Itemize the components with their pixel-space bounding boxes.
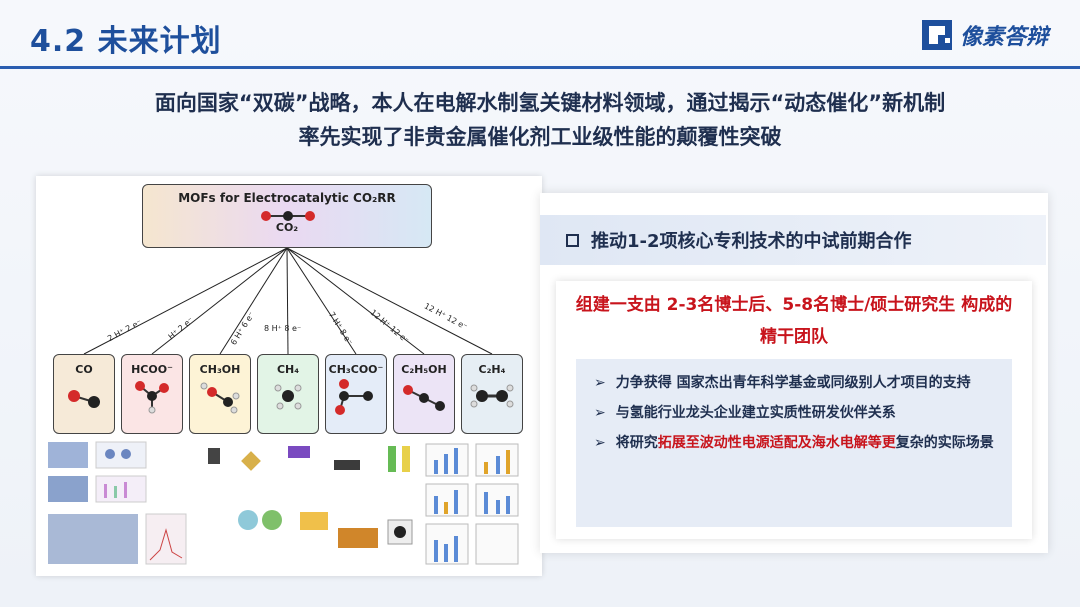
electron-label: 8 H⁺ 8 e⁻	[264, 324, 302, 333]
page-title: 4.2 未来计划	[30, 24, 222, 59]
product-label: C₂H₅OH	[401, 363, 447, 376]
highlighted-text: 拓展至波动性电源适配及海水电解等更	[657, 435, 896, 451]
goal-list: ➢ 力争获得 国家杰出青年科学基金或同级别人才项目的支持 ➢ 与氢能行业龙头企业…	[576, 359, 1012, 527]
future-plan-panel: 推动1-2项核心专利技术的中试前期合作 组建一支由 2-3名博士后、5-8名博士…	[540, 193, 1048, 553]
molecule-icon	[200, 382, 240, 414]
product-label: HCOO⁻	[131, 363, 173, 376]
pixel-logo-icon	[921, 20, 952, 50]
header-divider	[0, 66, 1080, 69]
product-box: CH₃OH	[189, 354, 251, 434]
product-box: HCOO⁻	[121, 354, 183, 434]
product-label: CH₄	[276, 363, 300, 376]
product-label: CH₃COO⁻	[328, 363, 384, 376]
plan-heading: 推动1-2项核心专利技术的中试前期合作	[540, 215, 1046, 265]
product-label: C₂H₄	[478, 363, 506, 376]
list-item: ➢ 力争获得 国家杰出青年科学基金或同级别人才项目的支持	[594, 371, 994, 395]
product-box: CH₄	[257, 354, 319, 434]
mof-title: MOFs for Electrocatalytic CO₂RR	[178, 191, 396, 205]
subtitle-line-2: 率先实现了非贵金属催化剂工业级性能的颠覆性突破	[298, 125, 782, 149]
list-item-text: 力争获得 国家杰出青年科学基金或同级别人才项目的支持	[615, 375, 971, 391]
molecule-icon	[470, 384, 514, 408]
product-label: CH₃OH	[199, 363, 241, 376]
list-item: ➢ 将研究拓展至波动性电源适配及海水电解等更复杂的实际场景	[594, 431, 994, 455]
team-card: 组建一支由 2-3名博士后、5-8名博士/硕士研究生 构成的精干团队 ➢ 力争获…	[556, 281, 1032, 539]
list-item-text: 将研究拓展至波动性电源适配及海水电解等更复杂的实际场景	[615, 435, 994, 451]
molecule-icon	[335, 379, 373, 415]
team-description: 组建一支由 2-3名博士后、5-8名博士/硕士研究生 构成的精干团队	[575, 295, 1013, 347]
brand-logo: 像素答辩	[920, 18, 1048, 52]
arrow-bullet-icon: ➢	[594, 375, 606, 391]
molecule-icon	[135, 381, 169, 414]
product-label: CO	[75, 363, 93, 376]
co2-molecule-icon	[261, 211, 315, 221]
logo-text: 像素答辩	[959, 25, 1048, 50]
mof-co2-label: CO₂	[275, 221, 299, 234]
list-item-text: 与氢能行业龙头企业建立实质性研发伙伴关系	[615, 405, 896, 421]
product-box: C₂H₄	[461, 354, 523, 434]
checkbox-square-icon	[566, 233, 579, 247]
product-box: C₂H₅OH	[393, 354, 455, 434]
list-item: ➢ 与氢能行业龙头企业建立实质性研发伙伴关系	[594, 401, 994, 425]
subtitle-line-1: 面向国家“双碳”战略，本人在电解水制氢关键材料领域，通过揭示“动态催化”新机制	[154, 91, 946, 115]
molecule-icon	[274, 384, 302, 410]
mof-header-box: MOFs for Electrocatalytic CO₂RR CO₂	[142, 184, 432, 248]
experimental-panels-image	[48, 441, 519, 565]
arrow-bullet-icon: ➢	[594, 405, 606, 421]
plan-heading-text: 推动1-2项核心专利技术的中试前期合作	[591, 231, 912, 252]
molecule-icon	[68, 390, 100, 408]
research-figure: MOFs for Electrocatalytic CO₂RR CO₂ 2 H⁺…	[36, 176, 542, 576]
molecule-icon	[403, 385, 445, 411]
product-box: CH₃COO⁻	[325, 354, 387, 434]
arrow-bullet-icon: ➢	[594, 435, 606, 451]
reaction-pathway-lines	[83, 247, 493, 355]
product-box: CO	[53, 354, 115, 434]
